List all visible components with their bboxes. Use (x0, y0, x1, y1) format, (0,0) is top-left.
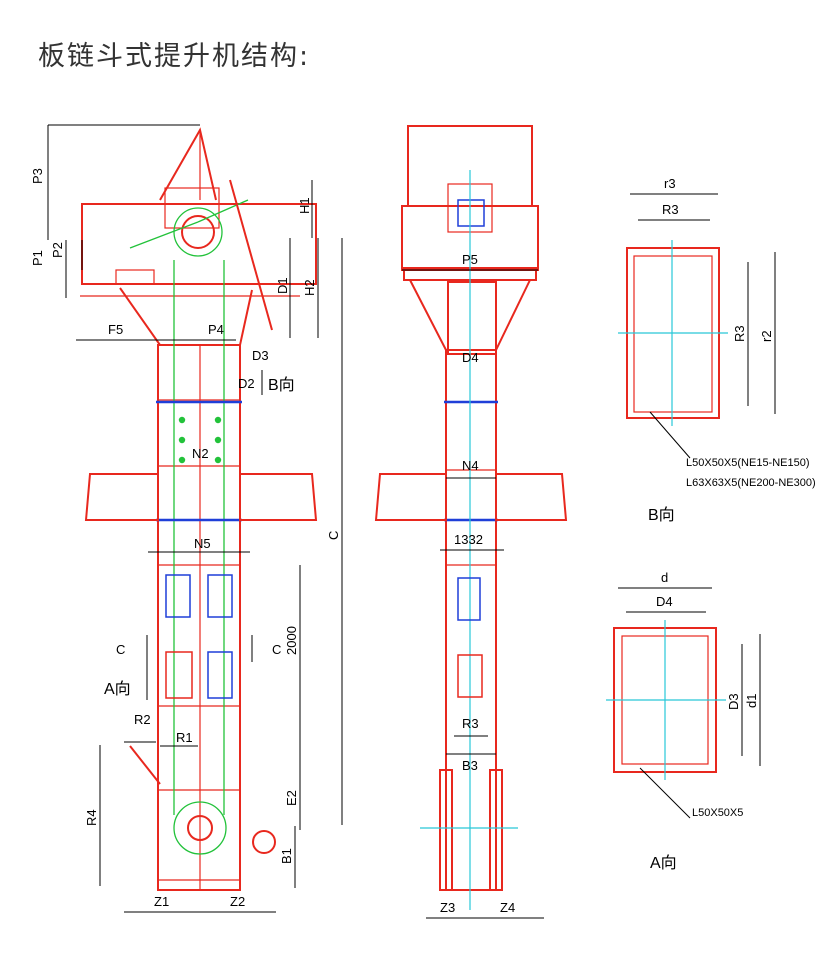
dim-b1: B1 (279, 848, 294, 864)
dim-r1: R1 (176, 730, 193, 745)
view-a: d D4 D3 d1 L50X50X5 A向 (606, 570, 761, 872)
dim-1332: 1332 (454, 532, 483, 547)
dim-n5: N5 (194, 536, 211, 551)
dim-p1: P1 (30, 250, 45, 266)
dim-f5: F5 (108, 322, 123, 337)
dim-c: C (326, 531, 341, 540)
dim-b3: B3 (462, 758, 478, 773)
dim-d4-a: D4 (656, 594, 673, 609)
dim-r3-upper: R3 (662, 202, 679, 217)
dim-h2: H2 (302, 279, 317, 296)
caption-b: B向 (648, 506, 675, 524)
dim-z2: Z2 (230, 894, 245, 909)
dim-z4: Z4 (500, 900, 515, 915)
dim-r2-vert: r2 (759, 330, 774, 342)
spec-line-2: L63X63X5(NE200-NE300) (686, 477, 816, 489)
dim-r3-vert: R3 (732, 325, 747, 342)
dim-e2: E2 (284, 790, 299, 806)
dim-p5: P5 (462, 252, 478, 267)
view-b: r3 R3 R3 r2 L50X50X5(NE15-NE150) L63X63X… (618, 176, 816, 524)
dim-p3: P3 (30, 168, 45, 184)
dim-d3: D3 (252, 348, 269, 363)
page-title: 板链斗式提升机结构: (38, 41, 311, 72)
caption-a: A向 (650, 854, 677, 872)
mark-c-left: C (116, 642, 125, 657)
dim-r3-small: r3 (664, 176, 676, 191)
mark-a-dir: A向 (104, 680, 131, 698)
dim-r3-side: R3 (462, 716, 479, 731)
dim-z1: Z1 (154, 894, 169, 909)
side-view: P5 D4 N4 1332 R3 B3 Z3 Z4 (374, 125, 568, 919)
dim-n4: N4 (462, 458, 479, 473)
dim-n2: N2 (192, 446, 209, 461)
dim-d1-a: d1 (744, 694, 759, 708)
dim-h1: H1 (297, 197, 312, 214)
dim-z3: Z3 (440, 900, 455, 915)
dim-d4: D4 (462, 350, 479, 365)
dim-r2: R2 (134, 712, 151, 727)
dim-d3-a: D3 (726, 693, 741, 710)
front-view: P3 P1 P2 H1 D1 H2 F5 P4 D3 D2 B向 N2 N5 C… (30, 124, 343, 913)
dim-d1: D1 (275, 277, 290, 294)
mark-b-dir: B向 (268, 376, 295, 394)
spec-a: L50X50X5 (692, 807, 743, 819)
dim-p4: P4 (208, 322, 224, 337)
dim-d: d (661, 570, 668, 585)
dim-p2: P2 (50, 242, 65, 258)
dim-2000: 2000 (284, 626, 299, 655)
dim-d2: D2 (238, 376, 255, 391)
dim-r4: R4 (84, 809, 99, 826)
mark-c-right: C (272, 642, 281, 657)
spec-line-1: L50X50X5(NE15-NE150) (686, 457, 810, 469)
